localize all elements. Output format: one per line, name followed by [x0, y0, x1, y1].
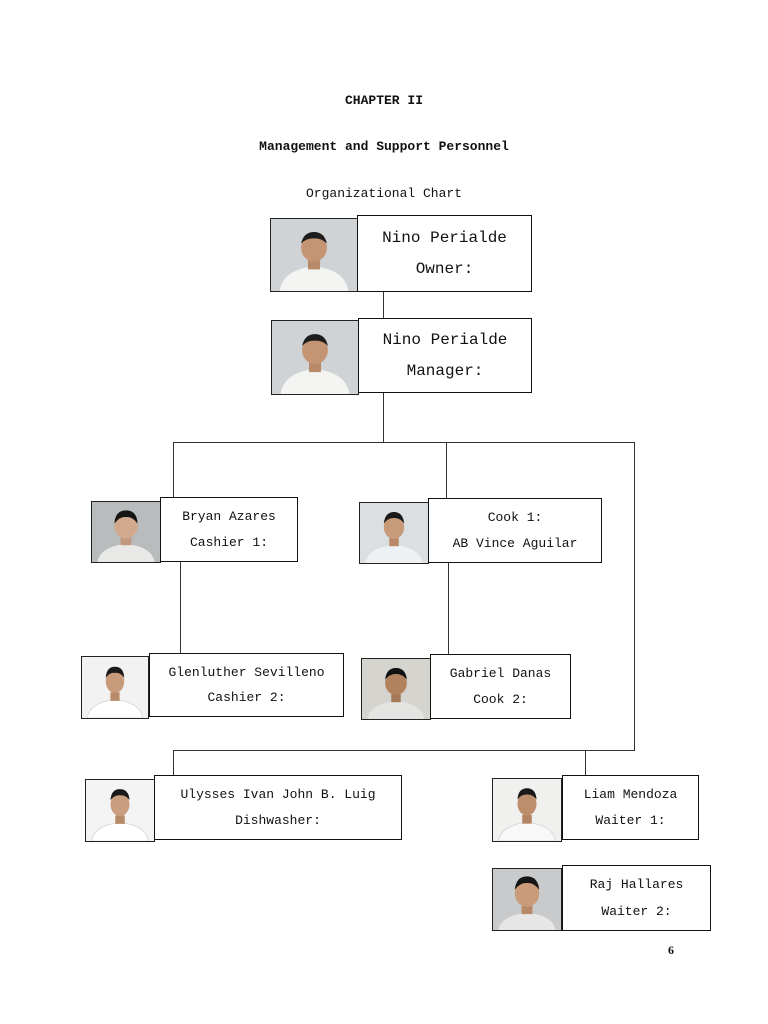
portrait-photo-icon	[86, 780, 154, 841]
connector-cashier1-cashier2	[180, 561, 181, 654]
dishwasher-box: Ulysses Ivan John B. Luig Dishwasher:	[154, 775, 402, 840]
connector-manager-down	[383, 393, 384, 443]
waiter2-role: Waiter 2:	[601, 903, 672, 919]
connector-main-horizontal	[173, 442, 635, 443]
cashier2-box: Glenluther Sevilleno Cashier 2:	[149, 653, 344, 717]
connector-cook1-cook2	[448, 562, 449, 655]
connector-to-dishwasher	[173, 750, 174, 776]
page-number: 6	[668, 943, 674, 957]
dishwasher-photo	[85, 779, 155, 842]
cashier2-photo	[81, 656, 149, 719]
manager-name: Nino Perialde	[382, 331, 508, 350]
owner-box: Nino Perialde Owner:	[357, 215, 532, 292]
waiter1-role: Waiter 1:	[595, 813, 666, 828]
connector-to-cook1	[446, 442, 447, 499]
connector-right-vertical	[634, 442, 635, 751]
portrait-photo-icon	[360, 503, 428, 563]
manager-role: Manager:	[406, 361, 484, 380]
portrait-photo-icon	[493, 869, 561, 930]
portrait-photo-icon	[362, 659, 430, 719]
connector-to-cashier1	[173, 442, 174, 498]
connector-to-waiter1	[585, 750, 586, 775]
cashier2-role: Cashier 2:	[207, 690, 286, 706]
owner-name: Nino Perialde	[382, 229, 507, 247]
cook2-role: Cook 2:	[473, 692, 528, 707]
connector-owner-manager	[383, 291, 384, 318]
cashier2-name: Glenluther Sevilleno	[168, 664, 325, 680]
waiter2-box: Raj Hallares Waiter 2:	[562, 865, 711, 931]
portrait-photo-icon	[493, 779, 561, 841]
waiter1-photo	[492, 778, 562, 842]
cook1-box: Cook 1: AB Vince Aguilar	[428, 498, 602, 563]
portrait-photo-icon	[82, 657, 148, 718]
dishwasher-name: Ulysses Ivan John B. Luig	[180, 787, 376, 802]
cook2-name: Gabriel Danas	[449, 666, 552, 681]
manager-photo	[271, 320, 359, 395]
waiter1-name: Liam Mendoza	[583, 787, 678, 802]
manager-box: Nino Perialde Manager:	[358, 318, 532, 393]
connector-bottom-horizontal	[173, 750, 635, 751]
cook1-photo	[359, 502, 429, 564]
cashier1-role: Cashier 1:	[189, 535, 268, 550]
waiter1-box: Liam Mendoza Waiter 1:	[562, 775, 699, 840]
owner-photo	[270, 218, 358, 292]
chapter-heading: CHAPTER II	[344, 93, 423, 108]
cook1-role: Cook 1:	[487, 510, 543, 525]
waiter2-photo	[492, 868, 562, 931]
section-title: Management and Support Personnel	[259, 139, 509, 154]
chart-title: Organizational Chart	[305, 186, 463, 201]
dishwasher-role: Dishwasher:	[235, 813, 321, 828]
cook2-photo	[361, 658, 431, 720]
cook2-box: Gabriel Danas Cook 2:	[430, 654, 571, 719]
portrait-photo-icon	[92, 502, 160, 562]
owner-role: Owner:	[415, 260, 474, 278]
cashier1-photo	[91, 501, 161, 563]
cashier1-name: Bryan Azares	[182, 509, 276, 524]
portrait-photo-icon	[272, 321, 358, 394]
cook1-name: AB Vince Aguilar	[452, 536, 578, 551]
waiter2-name: Raj Hallares	[589, 877, 684, 893]
cashier1-box: Bryan Azares Cashier 1:	[160, 497, 298, 562]
portrait-photo-icon	[271, 219, 357, 291]
